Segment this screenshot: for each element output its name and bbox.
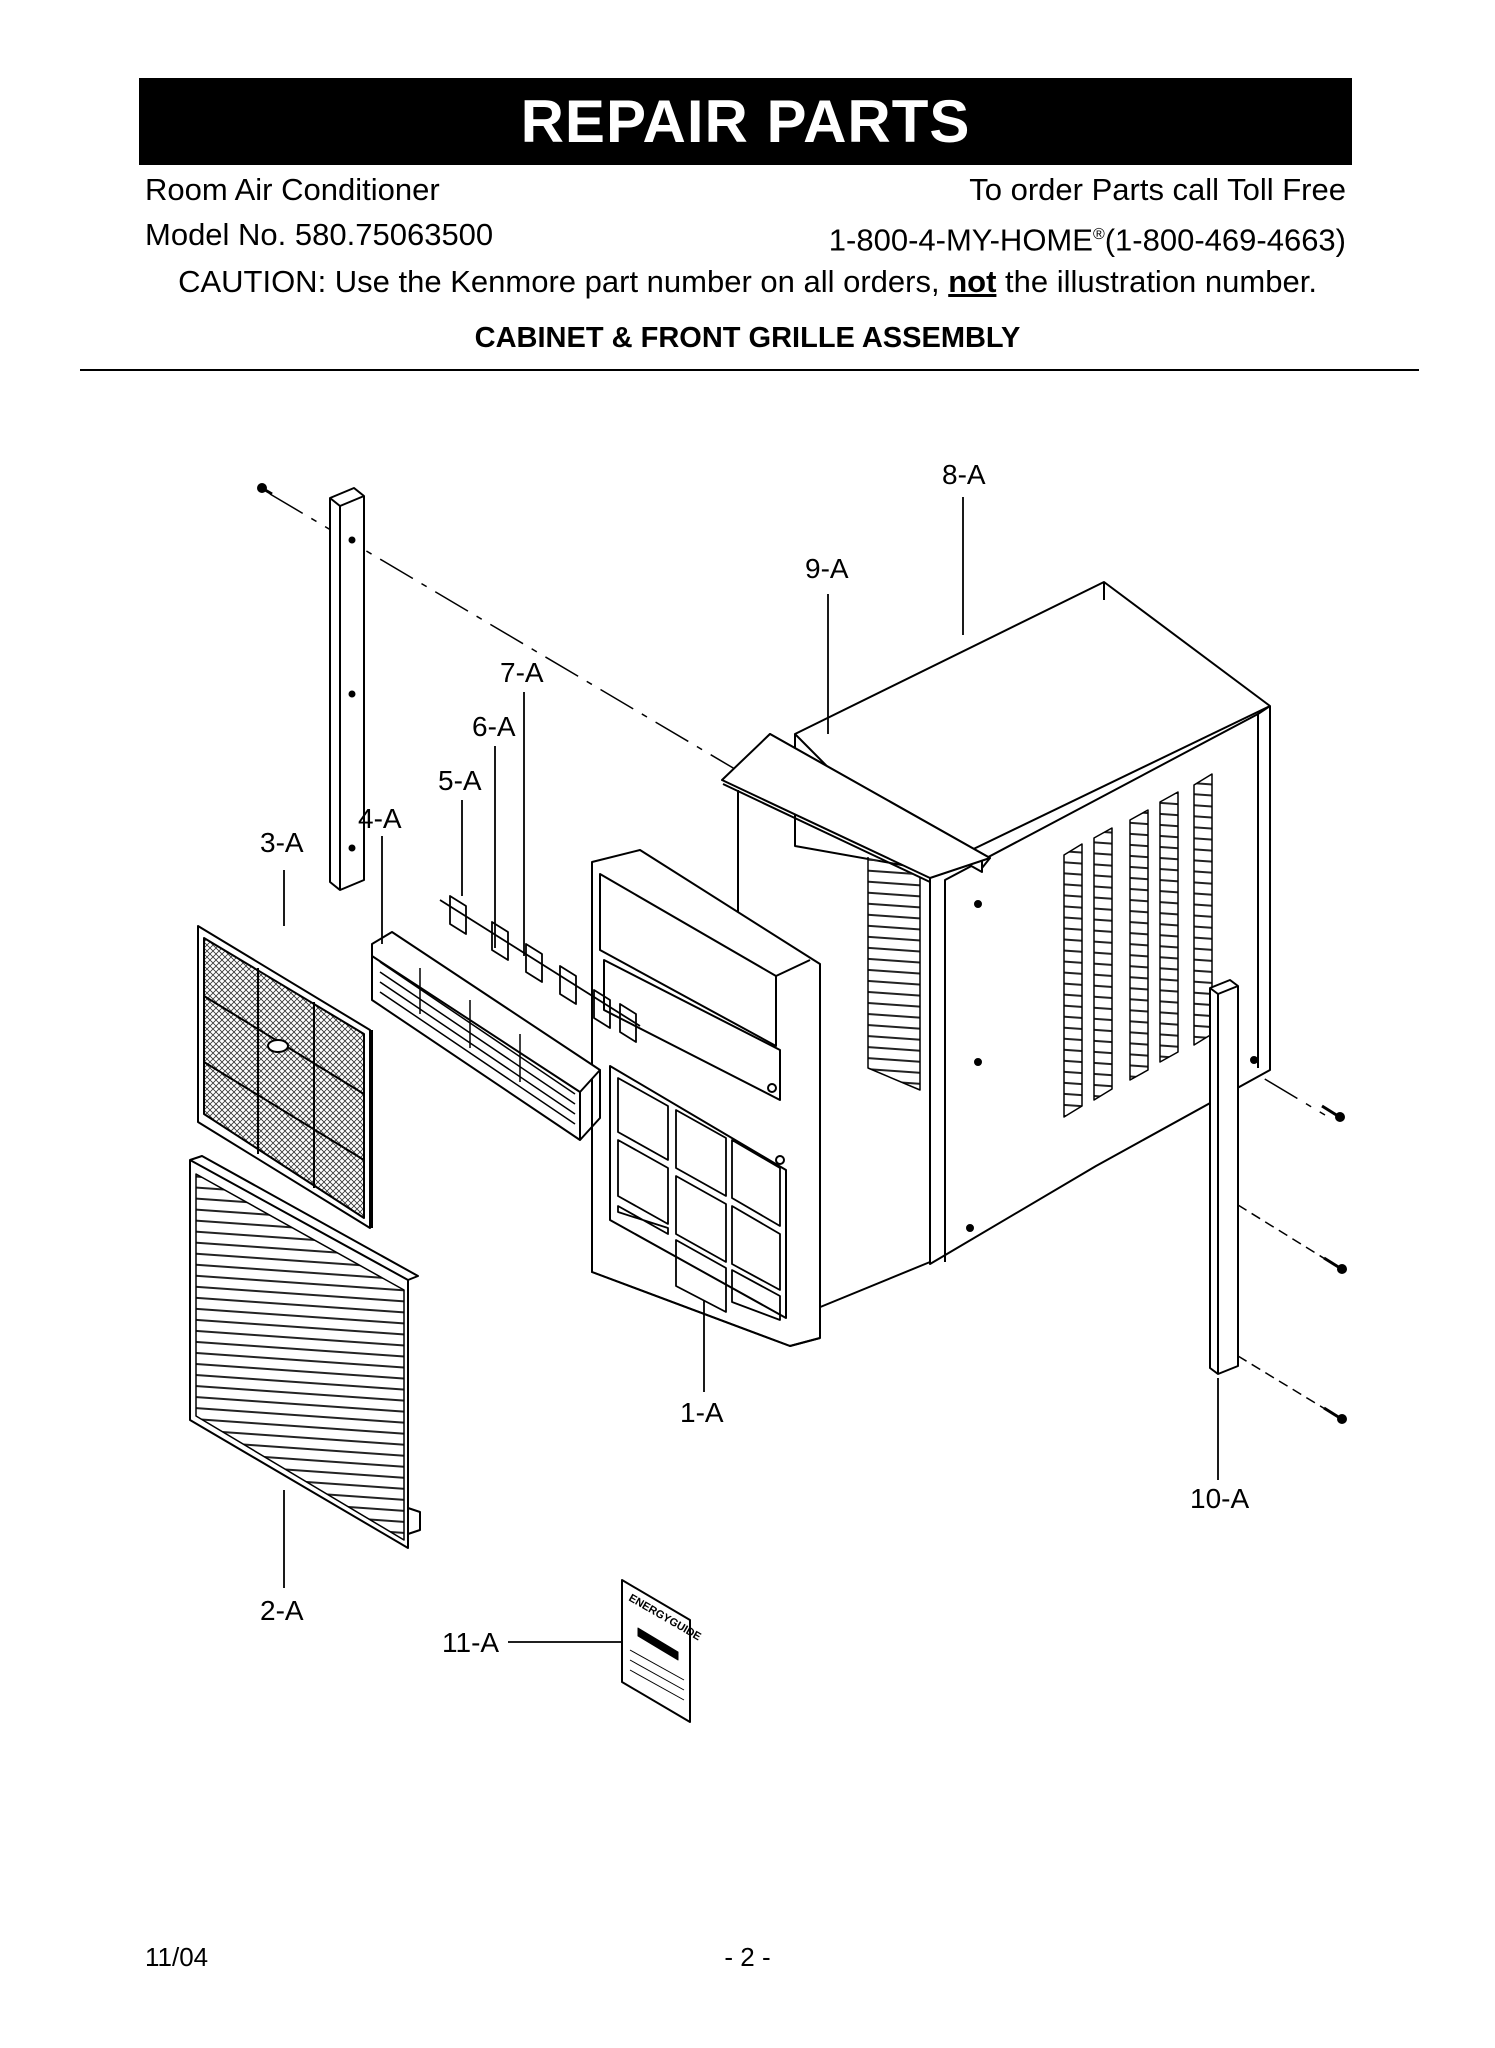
caution-text-start: CAUTION: Use the Kenmore part number on …	[178, 264, 949, 299]
model-number: Model No. 580.75063500	[145, 217, 494, 252]
callout-9a: 9-A	[805, 553, 849, 584]
air-filter	[197, 925, 373, 1229]
callout-6a: 6-A	[472, 711, 516, 742]
callout-10a: 10-A	[1190, 1483, 1249, 1514]
deflector-clip-set	[439, 895, 641, 1043]
callout-4a: 4-A	[358, 803, 402, 834]
section-heading: CABINET & FRONT GRILLE ASSEMBLY	[474, 322, 1021, 354]
product-name: Room Air Conditioner	[145, 172, 440, 207]
callout-3a: 3-A	[260, 827, 304, 858]
cabinet-outer-case	[794, 581, 1271, 1265]
front-frame	[591, 849, 821, 1347]
page-number: - 2 -	[724, 1942, 771, 1972]
caution-emphasis: not	[948, 264, 997, 299]
screw-icon	[257, 483, 273, 496]
callout-8a: 8-A	[942, 459, 986, 490]
left-side-curtain-rail	[329, 487, 365, 891]
order-instruction: To order Parts call Toll Free	[969, 172, 1346, 207]
footer-date: 11/04	[145, 1942, 209, 1972]
caution-note: CAUTION: Use the Kenmore part number on …	[0, 264, 1495, 300]
top-rail-seal	[721, 733, 991, 879]
header-divider	[80, 369, 1419, 371]
page-title-banner: REPAIR PARTS	[139, 78, 1352, 165]
air-deflector-louver	[371, 931, 601, 1141]
right-side-curtain-rail	[1209, 979, 1239, 1375]
screw-icon	[1321, 1104, 1345, 1122]
front-grille	[189, 1155, 421, 1549]
leader-lines	[283, 497, 1219, 1643]
callout-11a: 11-A	[442, 1627, 499, 1658]
callout-5a: 5-A	[438, 765, 482, 796]
callout-7a: 7-A	[500, 657, 544, 688]
registered-mark: ®	[1092, 226, 1105, 243]
screw-icon	[1237, 1204, 1347, 1274]
phone-numeric: (1-800-469-4663)	[1104, 222, 1346, 258]
energy-guide-label	[621, 1579, 691, 1723]
callout-1a: 1-A	[680, 1397, 724, 1428]
callout-2a: 2-A	[260, 1595, 304, 1626]
screw-icon	[1237, 1355, 1347, 1424]
caution-text-end: the illustration number.	[996, 264, 1317, 299]
order-phone: 1-800-4-MY-HOME®(1-800-469-4663)	[829, 217, 1346, 258]
phone-main: 1-800-4-MY-HOME	[828, 222, 1093, 258]
